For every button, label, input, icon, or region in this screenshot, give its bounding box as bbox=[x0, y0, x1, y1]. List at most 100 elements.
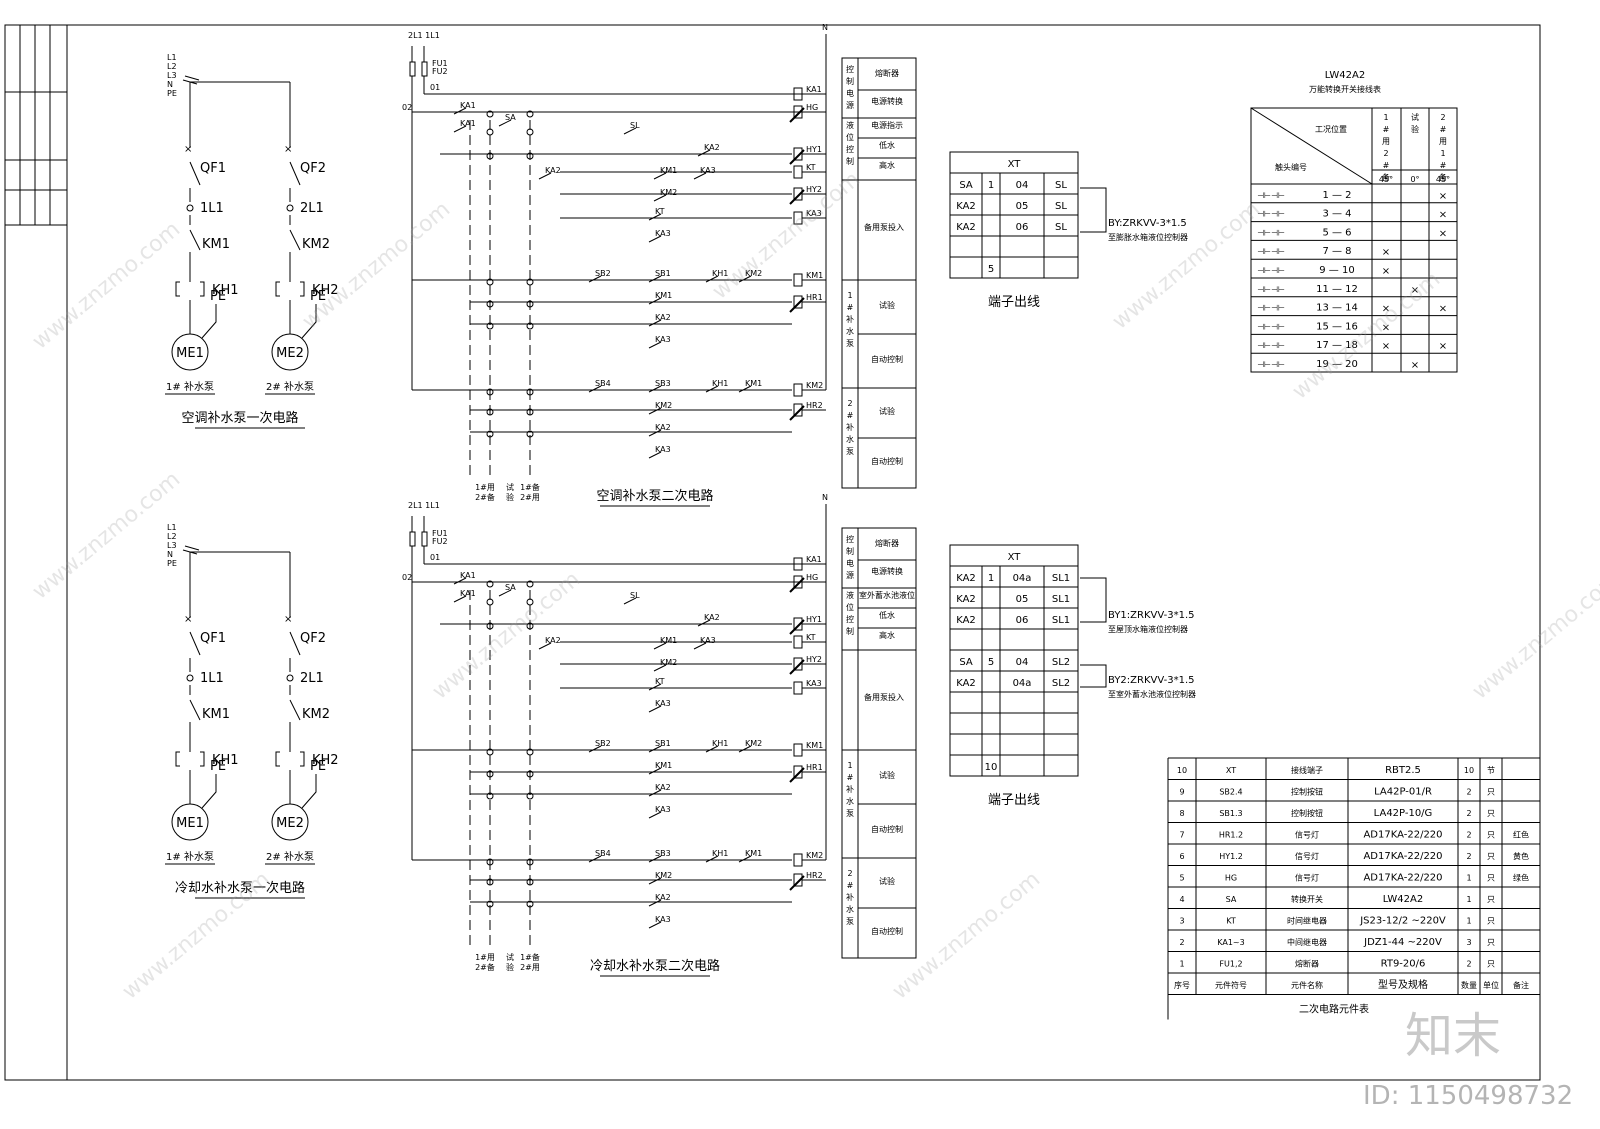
parts-cell: 只 bbox=[1487, 960, 1495, 969]
contactor-label: KM1 bbox=[202, 707, 230, 722]
sheet-frame bbox=[4, 24, 1541, 1081]
coil bbox=[793, 743, 803, 757]
wire bbox=[738, 855, 752, 863]
parts-cell: 中间继电器 bbox=[1287, 937, 1327, 947]
contact-symbol: ⊣⊢⊣⊢ bbox=[1257, 304, 1285, 313]
switch-terminal bbox=[526, 580, 534, 588]
coil-label: KA3 bbox=[806, 209, 822, 218]
char: 水 bbox=[846, 326, 854, 336]
ground-wire bbox=[201, 304, 217, 339]
char: 1 bbox=[1383, 113, 1388, 122]
parts-cell: 信号灯 bbox=[1295, 873, 1319, 883]
parts-cell: 4 bbox=[1179, 895, 1184, 904]
parts-cell: 3 bbox=[1466, 938, 1471, 947]
xt-cell: 06 bbox=[1016, 222, 1029, 233]
block-right-label: 低水 bbox=[879, 140, 895, 150]
watermark-text: www.znzmo.com bbox=[888, 867, 1045, 1005]
contact-label: SB3 bbox=[655, 379, 671, 388]
xt-cell: 06 bbox=[1016, 615, 1029, 626]
switch-pos: 验 bbox=[506, 962, 514, 972]
thermal-relay bbox=[175, 281, 205, 297]
contact-symbol: ⊣⊢⊣⊢ bbox=[1257, 322, 1285, 331]
lw-col-head: 1#用2#备 bbox=[1382, 113, 1390, 182]
wire bbox=[289, 699, 301, 721]
block-right-label: 试验 bbox=[879, 406, 895, 416]
char: 补 bbox=[846, 892, 854, 902]
motor-label: ME2 bbox=[276, 346, 304, 361]
char: 位 bbox=[846, 602, 854, 612]
switch-pos: 2#备 bbox=[475, 492, 495, 502]
char: # bbox=[847, 773, 854, 782]
char: 源 bbox=[846, 101, 854, 110]
parts-cell: HY1.2 bbox=[1219, 852, 1243, 861]
char: # bbox=[1383, 161, 1390, 170]
switch-terminal bbox=[526, 110, 534, 118]
switch-terminal bbox=[526, 300, 534, 308]
contact-label: KH1 bbox=[712, 849, 728, 858]
wire bbox=[189, 631, 201, 656]
switch-pos: 2#用 bbox=[520, 963, 540, 972]
parts-header: 元件名称 bbox=[1291, 980, 1323, 990]
watermark-text: www.znzmo.com bbox=[28, 467, 185, 605]
breaker-label: QF1 bbox=[200, 631, 226, 646]
top-label: 2L1 1L1 bbox=[408, 501, 440, 510]
contact-label: SB1 bbox=[655, 739, 671, 748]
lw-mark: × bbox=[1439, 210, 1447, 221]
wire bbox=[648, 855, 662, 863]
parts-cell: 2 bbox=[1466, 960, 1471, 969]
char: 备 bbox=[1439, 172, 1447, 182]
terminal bbox=[286, 204, 294, 212]
thermal-relay bbox=[175, 751, 205, 767]
coil bbox=[793, 681, 803, 695]
coil-label: HR1 bbox=[806, 763, 823, 772]
xt-cell: 5 bbox=[988, 657, 994, 668]
bus-label: L2 bbox=[167, 532, 177, 541]
parts-cell: 转换开关 bbox=[1291, 894, 1323, 904]
char: 制 bbox=[846, 626, 854, 636]
parts-cell: 控制按钮 bbox=[1291, 808, 1323, 818]
xt-cell: 04a bbox=[1013, 573, 1032, 584]
contact-symbol: ⊣⊢⊣⊢ bbox=[1257, 285, 1285, 294]
wire bbox=[648, 213, 662, 221]
block-right-label: 自动控制 bbox=[871, 926, 903, 936]
xt-header: XT bbox=[1008, 552, 1022, 563]
lw-contact: 13 — 14 bbox=[1316, 303, 1358, 314]
parts-cell: 信号灯 bbox=[1295, 851, 1319, 861]
char: # bbox=[1440, 125, 1447, 134]
secondary-circuit-2: 2L1 1L1FU1FU20102NKA1HGHY1KTHY2KA3KM1HR1… bbox=[402, 493, 828, 977]
parts-cell: 9 bbox=[1179, 788, 1184, 797]
cable-label: BY1:ZRKVV-3*1.5 bbox=[1108, 610, 1194, 621]
coil-label: KT bbox=[806, 633, 816, 642]
wire bbox=[1250, 107, 1373, 185]
wire bbox=[789, 189, 805, 205]
parts-cell: KT bbox=[1226, 917, 1236, 926]
wire bbox=[789, 619, 805, 635]
lw-mark: × bbox=[1411, 360, 1419, 371]
block-left-label: 1#补水泵 bbox=[846, 761, 854, 818]
coil-label: HR2 bbox=[806, 871, 823, 880]
contact-label: KA3 bbox=[655, 915, 671, 924]
parts-cell: 3 bbox=[1179, 917, 1184, 926]
lw-angle: 45° bbox=[1379, 175, 1393, 184]
parts-cell: 节 bbox=[1487, 766, 1495, 775]
block-right-label: 室外蓄水池液位 bbox=[859, 590, 915, 600]
wire bbox=[705, 385, 719, 393]
thermal-relay bbox=[275, 281, 305, 297]
char: 2 bbox=[1440, 113, 1445, 122]
contact-symbol: ⊣⊢⊣⊢ bbox=[1257, 341, 1285, 350]
parts-header: 单位 bbox=[1483, 980, 1499, 990]
wire bbox=[705, 745, 719, 753]
contact-label: KA3 bbox=[655, 229, 671, 238]
parts-cell: FU1,2 bbox=[1219, 960, 1242, 969]
contact-symbol: ⊣⊢⊣⊢ bbox=[1257, 228, 1285, 237]
parts-cell: 1 bbox=[1179, 960, 1184, 969]
contact-label: KA3 bbox=[655, 699, 671, 708]
switch-pos: 1#用 bbox=[475, 953, 495, 962]
parts-cell: SB2.4 bbox=[1219, 788, 1242, 797]
wire bbox=[648, 811, 662, 819]
bus-label: L2 bbox=[167, 62, 177, 71]
